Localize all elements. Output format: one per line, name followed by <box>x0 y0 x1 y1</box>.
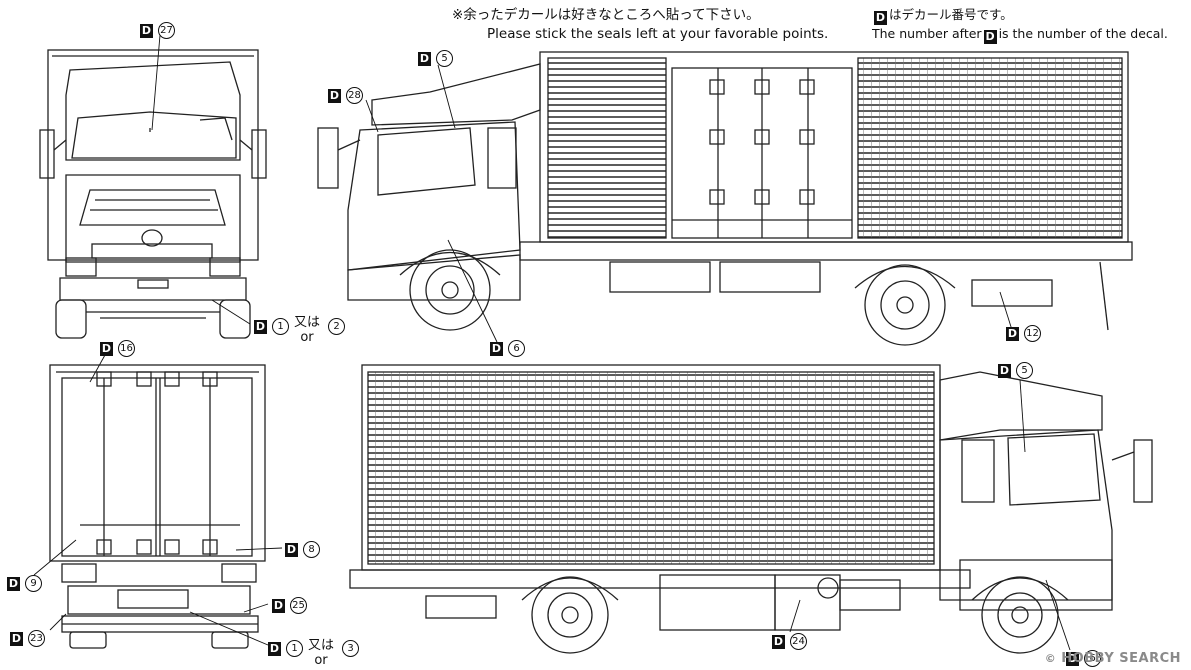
decal-number: 24 <box>790 633 807 650</box>
decal-number: 8 <box>303 541 320 558</box>
decal-badge: D <box>772 634 785 649</box>
decal-number: 3 <box>342 640 359 657</box>
decal-number: 5 <box>436 50 453 67</box>
copyright-symbol: © <box>1044 652 1057 665</box>
decal-badge: D <box>10 631 23 646</box>
watermark-text: HOBBY SEARCH <box>1061 651 1181 666</box>
decal-badge: D <box>285 542 298 557</box>
decal-callout-3: 3 <box>342 640 359 657</box>
decal-number: 1 <box>286 640 303 657</box>
decal-number: 2 <box>328 318 345 335</box>
decal-callout-23: D 23 <box>8 630 45 647</box>
decal-badge: D <box>1006 326 1019 341</box>
legend-en-prefix: The number after <box>872 26 982 41</box>
mata-wa-text: 又は <box>294 315 321 330</box>
decal-number: 9 <box>25 575 42 592</box>
front-view <box>39 49 267 339</box>
decal-number: 6 <box>508 340 525 357</box>
decal-number: 1 <box>272 318 289 335</box>
decal-badge: D <box>328 88 341 103</box>
decal-callout-2: 2 <box>328 318 345 335</box>
note-english: Please stick the seals left at your favo… <box>487 26 829 42</box>
decal-badge: D <box>268 641 281 656</box>
or-text: or <box>314 653 328 668</box>
decal-number: 16 <box>118 340 135 357</box>
decal-callout-25: D 25 <box>270 597 307 614</box>
decal-badge: D <box>100 341 113 356</box>
side-view-left <box>317 51 1133 346</box>
decal-badge: D <box>140 23 153 38</box>
decal-number: 12 <box>1024 325 1041 342</box>
rear-view <box>49 364 266 649</box>
decal-number: 25 <box>290 597 307 614</box>
decal-badge: D <box>983 30 997 44</box>
decal-number: 5 <box>1016 362 1033 379</box>
leader-lines <box>33 34 1071 651</box>
decal-badge: D <box>874 11 887 25</box>
legend-jp-text: はデカール番号です。 <box>889 7 1013 22</box>
or-text: or <box>300 330 314 345</box>
legend-en-suffix: is the number of the decal. <box>998 26 1168 41</box>
decal-badge: D <box>1066 651 1079 666</box>
side-view-right <box>349 364 1153 654</box>
decal-badge: D <box>254 319 267 334</box>
watermark: © HOBBY SEARCH <box>1045 651 1181 666</box>
decal-callout-27: D 27 <box>138 22 175 39</box>
decal-callout-28: D 28 <box>326 87 363 104</box>
decal-number: 28 <box>346 87 363 104</box>
mata-wa-text: 又は <box>308 638 335 653</box>
decal-badge: D <box>418 51 431 66</box>
decal-callout-24: D 24 <box>770 633 807 650</box>
decal-number: 23 <box>28 630 45 647</box>
decal-callout-12: D 12 <box>1004 325 1041 342</box>
decal-callout-16: D 16 <box>98 340 135 357</box>
decal-badge: D <box>7 576 20 591</box>
decal-number: 27 <box>158 22 175 39</box>
note-japanese: ※余ったデカールは好きなところへ貼って下さい。 <box>452 7 760 23</box>
decal-badge: D <box>272 598 285 613</box>
decal-badge: D <box>490 341 503 356</box>
decal-badge: D <box>998 363 1011 378</box>
decal-number: 6 <box>1084 650 1101 667</box>
